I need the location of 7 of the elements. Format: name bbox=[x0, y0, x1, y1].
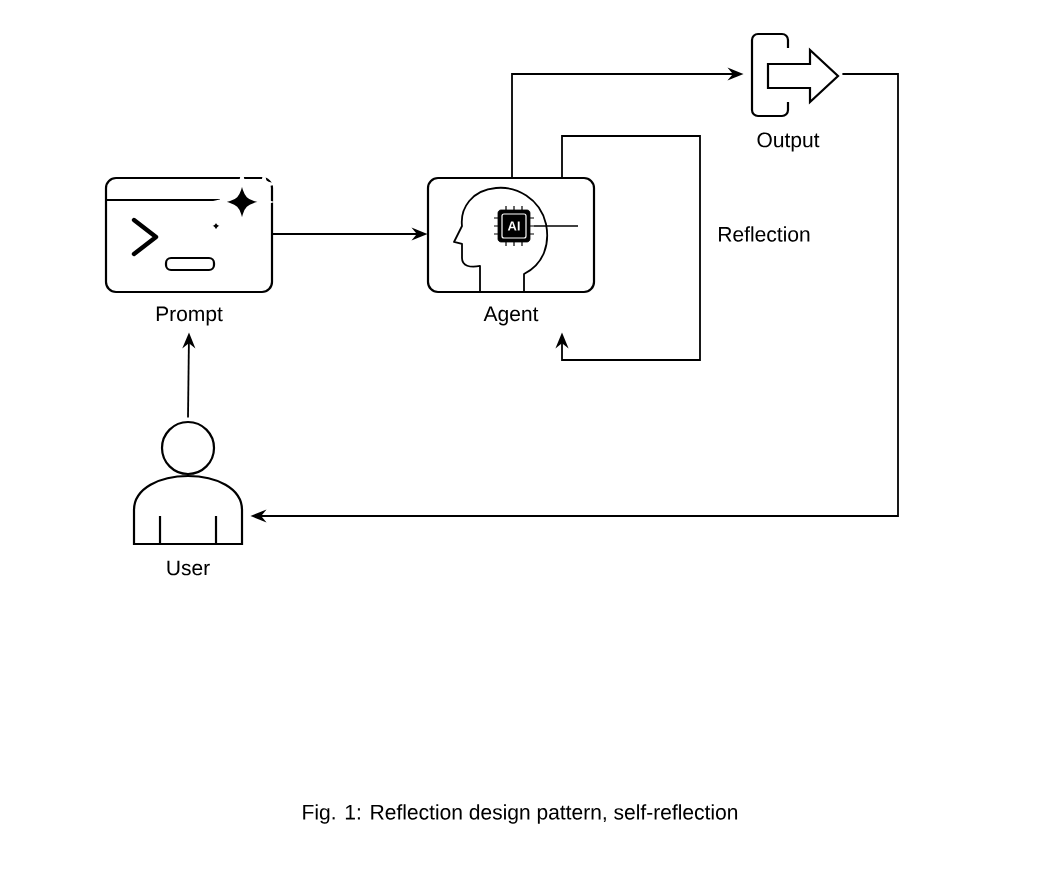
edge-label: Reflection bbox=[715, 224, 813, 244]
node-label: Agent bbox=[483, 306, 539, 326]
node-label: User bbox=[167, 560, 210, 576]
node-label: Prompt bbox=[156, 306, 223, 326]
arrow bbox=[555, 135, 701, 361]
node-label: Output bbox=[757, 132, 820, 152]
caption: Fig. 1: Reflection design pattern, self-reflection bbox=[303, 804, 738, 824]
